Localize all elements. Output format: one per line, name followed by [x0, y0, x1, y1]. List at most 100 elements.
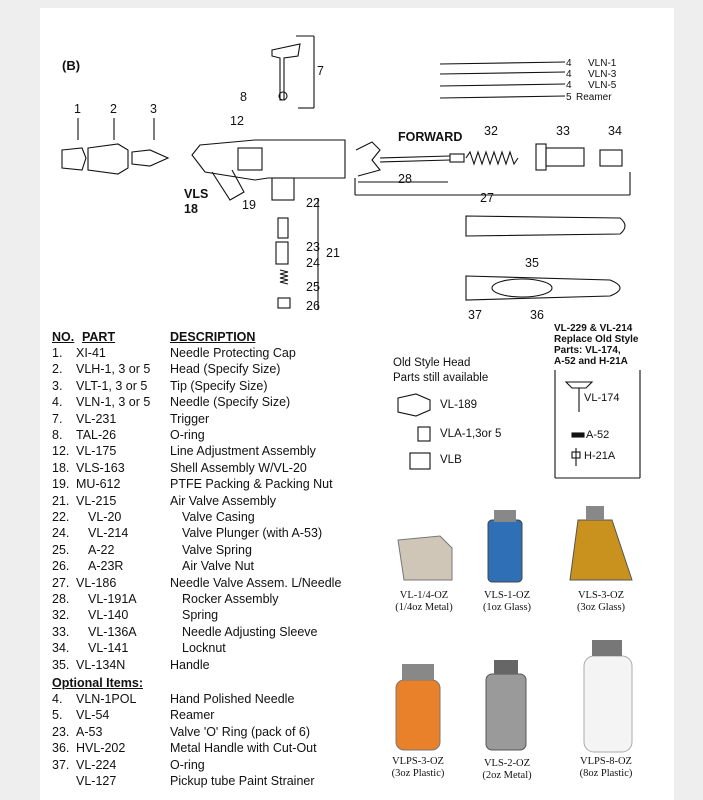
part-code: VL-215 — [76, 493, 117, 508]
part-code: VL-136A — [88, 624, 137, 639]
callout-8: 8 — [240, 90, 247, 104]
bottle-caption-5: VLS-2-OZ(2oz Metal) — [482, 758, 532, 781]
part-description: Air Valve Assembly — [170, 493, 277, 508]
callout-33: 33 — [556, 124, 570, 138]
part-code: A-22 — [88, 542, 115, 557]
col-desc-header: DESCRIPTION — [170, 330, 256, 344]
part-code: VL-231 — [76, 411, 117, 426]
callout-37: 37 — [468, 308, 482, 322]
forward-label: FORWARD — [398, 130, 463, 144]
part-description: Trigger — [170, 411, 210, 426]
part-number: 28. — [52, 592, 70, 606]
part-description: Valve Casing — [182, 510, 255, 524]
part-code: VL-127 — [76, 774, 117, 788]
old-style-item-3: VLB — [440, 454, 462, 466]
part-number: 22. — [52, 510, 70, 524]
part-code: HVL-202 — [76, 741, 126, 756]
part-description: O-ring — [170, 757, 205, 772]
replace-item-2: A-52 — [586, 429, 610, 441]
part-code: VLN-1POL — [76, 692, 137, 706]
part-code: VL-20 — [88, 510, 122, 524]
airbrush-body-shape — [191, 139, 346, 181]
part-code: MU-612 — [76, 477, 121, 492]
part-description: Reamer — [170, 708, 215, 723]
part-code: VL-175 — [76, 444, 117, 459]
part-code: VL-141 — [88, 641, 129, 656]
part-number: 26. — [52, 559, 70, 574]
part-number: 12. — [52, 444, 70, 459]
callout-24: 24 — [306, 256, 320, 270]
old-style-item-1: VL-189 — [440, 399, 478, 411]
part-code: VL-191A — [88, 592, 137, 606]
callout-25: 25 — [306, 280, 320, 294]
reamer-name: Reamer — [576, 92, 612, 103]
part-code: VL-186 — [76, 575, 117, 590]
part-description: Handle — [170, 657, 210, 672]
callout-35: 35 — [525, 256, 539, 270]
optional-heading: Optional Items: — [52, 676, 143, 690]
callout-2: 2 — [110, 102, 117, 116]
part-description: Valve Plunger (with A-53) — [182, 526, 323, 541]
part-code: VL-54 — [76, 708, 110, 723]
part-number: 32. — [52, 608, 70, 623]
replace-item-3: H-21A — [584, 450, 616, 462]
needle-num-3: 4 — [566, 80, 572, 91]
part-number: 23. — [52, 724, 70, 739]
callout-19: 19 — [242, 198, 256, 212]
callout-23: 23 — [306, 240, 320, 254]
part-number: 33. — [52, 624, 70, 639]
part-description: Rocker Assembly — [182, 592, 279, 606]
part-number: 21. — [52, 493, 70, 508]
part-description: Air Valve Nut — [182, 559, 255, 574]
callout-3: 3 — [150, 102, 157, 116]
replace-note-line3: Parts: VL-174, — [554, 345, 621, 356]
part-description: Needle (Specify Size) — [170, 395, 291, 410]
part-description: Tip (Specify Size) — [170, 378, 268, 393]
reamer-num: 5 — [566, 92, 572, 103]
part-description: Hand Polished Needle — [170, 692, 295, 706]
part-description: Locknut — [182, 641, 226, 656]
part-number: 37. — [52, 757, 70, 772]
col-no-header: NO. — [52, 330, 75, 344]
part-code: VL-134N — [76, 657, 126, 672]
part-code: A-23R — [88, 559, 124, 574]
part-description: Shell Assembly W/VL-20 — [170, 460, 307, 475]
part-code: VL-214 — [88, 526, 129, 541]
part-code: VL-224 — [76, 757, 117, 772]
replace-item-1: VL-174 — [584, 392, 620, 404]
part-code: A-53 — [76, 724, 103, 739]
part-number: 35. — [52, 657, 70, 672]
replace-note-line1: VL-229 & VL-214 — [554, 323, 633, 334]
part-number: 34. — [52, 641, 70, 656]
part-code: VLT-1, 3 or 5 — [76, 378, 148, 393]
part-number: 3. — [52, 378, 63, 393]
needle-name-1: VLN-1 — [588, 58, 617, 69]
part-description: Needle Valve Assem. L/Needle — [170, 575, 342, 590]
needle-name-2: VLN-3 — [588, 69, 617, 80]
callout-27: 27 — [480, 191, 494, 205]
part-number: 18. — [52, 460, 70, 475]
head-shape — [87, 143, 129, 175]
needle-cap-shape — [61, 147, 87, 171]
callout-28: 28 — [398, 172, 412, 186]
document-page — [40, 8, 674, 800]
part-number: 2. — [52, 362, 63, 377]
callout-34: 34 — [608, 124, 622, 138]
part-description: O-ring — [170, 428, 205, 442]
bottle-caption-4: VLPS-3-OZ(3oz Plastic) — [391, 756, 445, 779]
old-style-subtitle: Parts still available — [393, 372, 489, 384]
callout-12: 12 — [230, 114, 244, 128]
replace-note-line2: Replace Old Style — [554, 334, 639, 345]
part-code: VLH-1, 3 or 5 — [76, 362, 151, 377]
needle-num-1: 4 — [566, 58, 572, 69]
callout-21: 21 — [326, 246, 340, 260]
part-description: Valve 'O' Ring (pack of 6) — [170, 724, 311, 739]
section-label: (B) — [62, 58, 81, 73]
bottle-images — [395, 506, 633, 753]
needle-num-2: 4 — [566, 69, 572, 80]
callout-22: 22 — [306, 196, 320, 210]
col-part-header: PART — [82, 330, 116, 344]
bottle-caption-2: VLS-1-OZ(1oz Glass) — [482, 590, 532, 613]
part-number: 4. — [52, 692, 63, 706]
